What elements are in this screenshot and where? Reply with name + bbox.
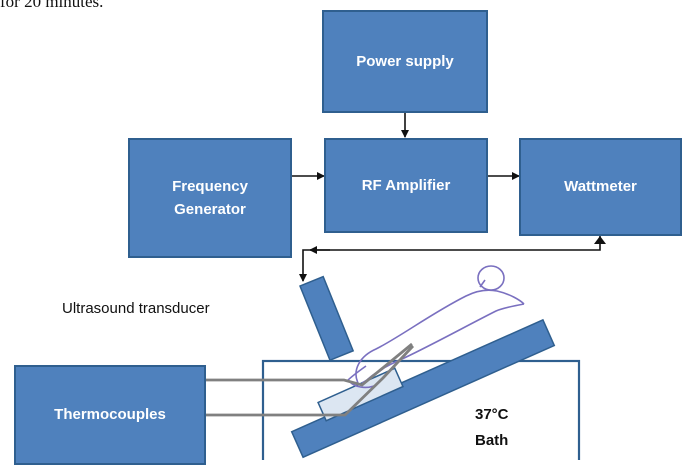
frequency-generator-box: Frequency Generator bbox=[128, 138, 292, 258]
rf-amplifier-box: RF Amplifier bbox=[324, 138, 488, 233]
thermocouple-wires bbox=[205, 342, 415, 417]
rf-amplifier-label: RF Amplifier bbox=[361, 176, 451, 194]
power-supply-box: Power supply bbox=[322, 10, 488, 113]
thermocouples-box: Thermocouples bbox=[14, 365, 206, 465]
feedback-arrowhead-up bbox=[594, 236, 606, 244]
frequency-generator-label: Frequency Generator bbox=[172, 177, 248, 218]
intro-text: for 20 minutes. bbox=[0, 0, 104, 11]
wattmeter-box: Wattmeter bbox=[519, 138, 682, 236]
tilted-platform bbox=[290, 318, 556, 459]
bath-temperature-label: 37°C Bath bbox=[475, 402, 509, 453]
wattmeter-label: Wattmeter bbox=[564, 178, 637, 196]
bath-temperature-value: 37°C bbox=[475, 406, 509, 423]
ultrasound-transducer bbox=[299, 275, 355, 362]
thermocouples-label: Thermocouples bbox=[54, 406, 166, 424]
ultrasound-transducer-label: Ultrasound transducer bbox=[62, 300, 210, 317]
feedback-line bbox=[299, 236, 601, 282]
power-supply-label: Power supply bbox=[356, 52, 454, 70]
bath-text: Bath bbox=[475, 431, 509, 449]
